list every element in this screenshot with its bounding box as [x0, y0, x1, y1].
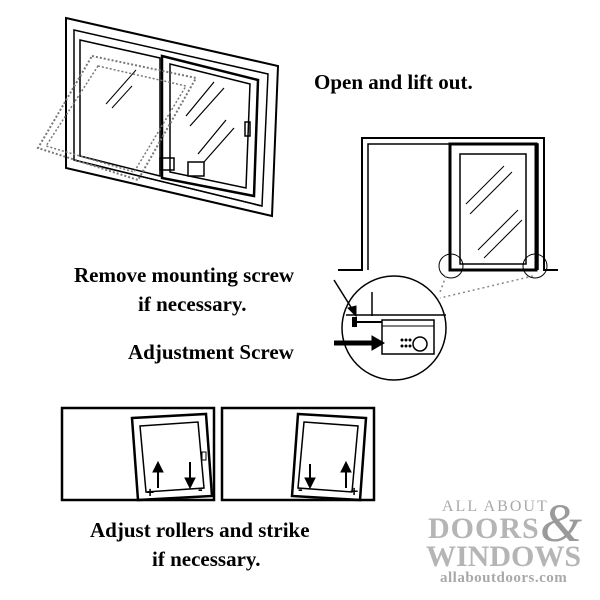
detail-leader-line	[439, 275, 534, 299]
roller-block-left	[159, 157, 175, 171]
glass-reflection	[483, 219, 523, 259]
door-outer-frame	[338, 137, 558, 271]
detail-leader-line	[439, 275, 447, 293]
panel-left-door-glass	[139, 421, 205, 493]
label-open-lift-out: Open and lift out.	[314, 70, 473, 94]
door-inner-frame	[367, 143, 539, 270]
window-track	[73, 159, 263, 207]
panel-right-tilted-door	[290, 412, 368, 502]
roller-detail-magnifier	[341, 275, 447, 381]
label-remove-screw-line1: Remove mounting screw	[74, 263, 295, 287]
lifted-sash-outer	[36, 54, 198, 182]
label-adjustment-screw: Adjustment Screw	[128, 340, 294, 364]
glass-reflection	[111, 85, 133, 109]
glass-reflection	[203, 127, 235, 163]
corner-detail-circle-right	[522, 253, 548, 279]
mounting-screw-arrow-head	[347, 305, 357, 318]
label-adjust-rollers-line2: if necessary.	[152, 547, 261, 571]
adjust-panel-left	[60, 406, 216, 502]
corner-detail-circle-left	[438, 253, 464, 279]
adjust-panel-right	[220, 406, 376, 502]
glass-reflection	[105, 69, 137, 105]
roller-dot	[404, 344, 408, 348]
logo-windows: WINDOWS	[426, 540, 582, 573]
logo-doors: DOORS	[428, 512, 540, 545]
right-arrow-up-head	[340, 460, 352, 473]
right-arrow-down-head	[304, 477, 316, 490]
roller-dot	[404, 338, 408, 342]
left-plus-symbol: +	[146, 484, 154, 500]
roller-housing	[381, 319, 435, 355]
window-right-sash	[160, 54, 260, 198]
left-arrow-down-head	[184, 477, 196, 490]
lifted-sash-inner	[44, 65, 188, 173]
roller-dot	[400, 344, 404, 348]
mounting-screw-head	[352, 317, 357, 327]
sliding-window-perspective	[65, 16, 280, 218]
logo-url: allaboutdoors.com	[440, 570, 568, 586]
left-arrow-up-head	[152, 460, 164, 473]
glass-reflection	[189, 87, 225, 127]
panel-left-tilted-door	[130, 412, 214, 502]
door-panel	[448, 142, 538, 272]
window-left-opening	[79, 39, 161, 177]
adjustment-screw-arrow	[334, 335, 385, 351]
roller-dot	[408, 338, 412, 342]
roller-block-right	[187, 161, 205, 177]
glass-reflection	[197, 119, 227, 155]
panel-left-handle	[201, 451, 207, 461]
right-plus-symbol: +	[350, 483, 358, 499]
magnifier-circle	[341, 275, 447, 381]
roller-wheel	[412, 336, 428, 352]
glass-reflection	[477, 209, 519, 251]
glass-reflection	[185, 81, 215, 117]
logo-all-about: ALL ABOUT	[442, 498, 549, 515]
window-outer-frame	[65, 16, 280, 218]
mounting-screw-arrow-line	[333, 279, 355, 313]
panel-right-door-glass	[297, 421, 359, 493]
label-remove-screw-line2: if necessary.	[138, 292, 247, 316]
glass-reflection	[469, 171, 513, 215]
mounting-screw-arrow	[333, 279, 357, 318]
panel-right-frame	[220, 406, 376, 502]
roller-dot	[400, 338, 404, 342]
lifted-out-sash-outline	[36, 54, 198, 182]
glass-reflection	[465, 165, 505, 205]
right-minus-symbol: -	[298, 481, 303, 497]
roller-dot	[408, 344, 412, 348]
window-handle	[244, 121, 251, 137]
label-adjust-rollers-line1: Adjust rollers and strike	[90, 518, 310, 542]
logo-ampersand: &	[540, 493, 583, 553]
window-right-glass	[169, 63, 251, 189]
adjustment-screw-arrow-head	[371, 335, 385, 351]
left-minus-symbol: -	[198, 481, 203, 497]
door-frontal-view	[338, 137, 558, 299]
door-panel-glass	[459, 153, 527, 265]
